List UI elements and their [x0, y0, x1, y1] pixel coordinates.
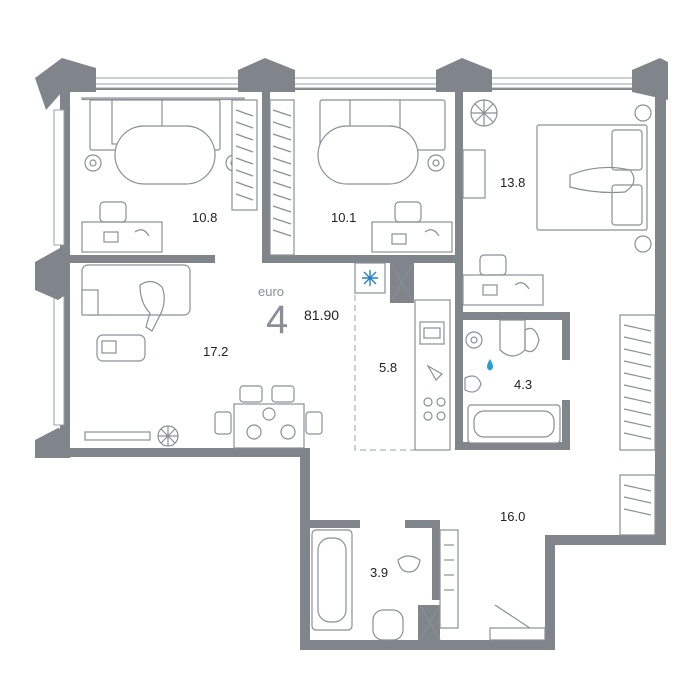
area-bathroom-2: 3.9 [370, 565, 388, 580]
bathroom-1 [464, 319, 561, 444]
bedroom-3 [462, 99, 656, 536]
rooms-count: 4 [266, 298, 288, 342]
interior-walls [70, 90, 570, 640]
area-living-room: 17.2 [203, 344, 228, 359]
apartment-label: euro 4 81.90 [258, 284, 339, 342]
area-kitchen: 5.8 [379, 360, 397, 375]
bathroom-2 [311, 529, 441, 641]
area-bedroom-2: 10.1 [331, 210, 356, 225]
bedroom-1 [81, 97, 258, 253]
total-area: 81.90 [304, 307, 339, 323]
plant-icon [470, 99, 498, 127]
area-bedroom-1: 10.8 [192, 210, 217, 225]
kitchen [354, 262, 451, 451]
bedroom-2 [269, 99, 453, 256]
plant-icon [157, 425, 179, 447]
hallway [439, 529, 546, 641]
living-room [81, 264, 323, 449]
kitchen-boundary [354, 265, 415, 451]
snowflake-icon [362, 270, 378, 286]
water-drop-icon [487, 359, 493, 371]
area-bathroom-1: 4.3 [514, 377, 532, 392]
area-bedroom-3: 13.8 [500, 175, 525, 190]
apartment-type: euro [258, 284, 284, 299]
room-areas: 10.8 10.1 13.8 17.2 5.8 4.3 16.0 3.9 [192, 175, 532, 580]
pylons [35, 58, 668, 458]
area-hallway: 16.0 [500, 509, 525, 524]
